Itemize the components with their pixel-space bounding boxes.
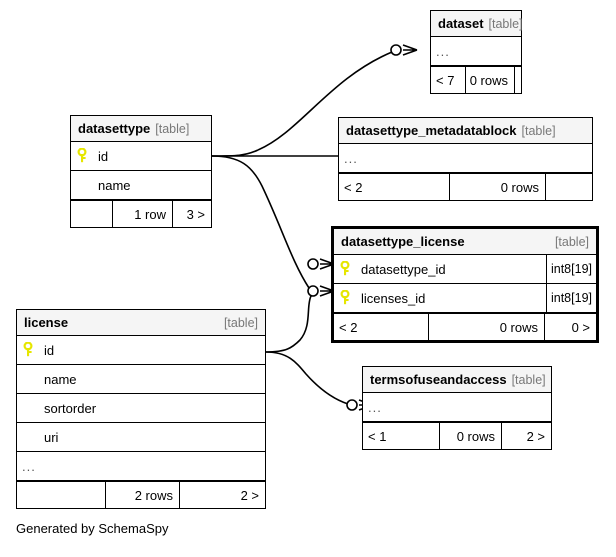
table-license-row-name: name: [17, 365, 265, 394]
table-license[interactable]: license [table] id name sortorder uri: [16, 309, 266, 509]
column-type: int8[19]: [545, 255, 596, 283]
table-dataset-header: dataset [table]: [431, 11, 523, 37]
table-datasettype-name: datasettype: [78, 121, 151, 136]
table-termsofuseandaccess-parents[interactable]: < 1: [368, 428, 387, 444]
table-dataset-tag: [table]: [488, 16, 523, 31]
table-dataset-parents[interactable]: < 7: [436, 72, 455, 88]
table-datasettype-row-name: name: [71, 171, 211, 200]
table-datasettype-row-id: id: [71, 142, 211, 171]
cardinality-zero-dataset: [390, 44, 402, 56]
table-dataset-footer: < 7 0 rows: [431, 66, 521, 93]
table-license-header: license [table]: [17, 310, 265, 336]
column-name: datasettype_id: [361, 261, 446, 277]
table-datasettype-license-rowcount: 0 rows: [428, 314, 544, 340]
table-license-row-id: id: [17, 336, 265, 365]
table-datasettype-footer: 1 row 3 >: [71, 200, 211, 227]
edge-license-datasettypelicense: [265, 295, 312, 353]
column-name: uri: [44, 429, 59, 445]
primary-key-icon: [334, 290, 358, 306]
crowsfoot-dataset: [402, 44, 418, 56]
table-datasettype[interactable]: datasettype [table] id name 1 row 3 >: [70, 115, 212, 228]
table-termsofuseandaccess[interactable]: termsofuseandaccess [table] ... < 1 0 ro…: [362, 366, 552, 450]
table-datasettype-children[interactable]: 3 >: [172, 201, 211, 227]
table-termsofuseandaccess-children[interactable]: 2 >: [501, 423, 551, 449]
table-datasettype-metadatablock-header: datasettype_metadatablock [table]: [339, 118, 592, 144]
table-dataset-row-ellipsis: ...: [431, 37, 521, 66]
primary-key-icon: [334, 261, 358, 277]
table-datasettype-parents[interactable]: [71, 201, 112, 227]
table-datasettype-metadatablock[interactable]: datasettype_metadatablock [table] ... < …: [338, 117, 593, 201]
table-datasettype-license-footer: < 2 0 rows 0 >: [334, 313, 596, 340]
column-name: name: [98, 177, 131, 193]
table-termsofuseandaccess-header: termsofuseandaccess [table]: [363, 367, 551, 393]
generated-by-caption: Generated by SchemaSpy: [16, 521, 169, 536]
column-name: name: [44, 371, 77, 387]
table-dataset-rowcount: 0 rows: [464, 67, 514, 93]
table-datasettype-metadatablock-footer: < 2 0 rows: [339, 173, 592, 200]
table-datasettype-metadatablock-row-ellipsis: ...: [339, 144, 592, 173]
table-datasettype-license-tag: [table]: [554, 234, 589, 249]
table-dataset-children[interactable]: [514, 67, 521, 93]
table-termsofuseandaccess-rowcount: 0 rows: [439, 423, 501, 449]
table-datasettype-license[interactable]: datasettype_license [table] datasettype_…: [331, 226, 599, 343]
table-license-row-ellipsis: ...: [17, 452, 265, 481]
column-name: id: [98, 148, 109, 164]
table-datasettype-license-name: datasettype_license: [341, 234, 465, 249]
table-datasettype-license-row-datasettype-id: datasettype_id int8[19]: [334, 255, 596, 284]
table-dataset-name: dataset: [438, 16, 484, 31]
table-datasettype-metadatablock-tag: [table]: [521, 123, 556, 138]
column-name: id: [44, 342, 55, 358]
table-termsofuseandaccess-footer: < 1 0 rows 2 >: [363, 422, 551, 449]
table-license-tag: [table]: [223, 315, 258, 330]
table-datasettype-tag: [table]: [155, 121, 190, 136]
table-termsofuseandaccess-row-ellipsis: ...: [363, 393, 551, 422]
table-datasettype-metadatablock-parents[interactable]: < 2: [344, 179, 363, 195]
table-datasettype-header: datasettype [table]: [71, 116, 211, 142]
table-datasettype-license-header: datasettype_license [table]: [334, 229, 596, 255]
table-datasettype-license-row-licenses-id: licenses_id int8[19]: [334, 284, 596, 313]
table-datasettype-metadatablock-children[interactable]: [545, 174, 592, 200]
column-type: int8[19]: [545, 284, 596, 312]
table-datasettype-license-parents[interactable]: < 2: [339, 319, 358, 335]
table-termsofuseandaccess-tag: [table]: [511, 372, 546, 387]
cardinality-zero-dtl-licensesid: [307, 258, 319, 270]
table-license-row-sortorder: sortorder: [17, 394, 265, 423]
primary-key-icon: [17, 342, 41, 358]
table-license-children[interactable]: 2 >: [179, 482, 265, 508]
cardinality-zero-termsofuse: [346, 399, 358, 411]
cardinality-zero-dtl-datasettypeid: [307, 285, 319, 297]
table-datasettype-metadatablock-name: datasettype_metadatablock: [346, 123, 517, 138]
column-name: licenses_id: [361, 290, 426, 306]
table-dataset[interactable]: dataset [table] ... < 7 0 rows: [430, 10, 523, 94]
table-license-row-uri: uri: [17, 423, 265, 452]
edge-datasettype-datasettypelicense: [211, 155, 310, 289]
table-license-name: license: [24, 315, 69, 330]
table-license-parents[interactable]: [17, 482, 105, 508]
primary-key-icon: [71, 148, 95, 164]
table-termsofuseandaccess-name: termsofuseandaccess: [370, 372, 507, 387]
table-datasettype-license-children[interactable]: 0 >: [544, 314, 596, 340]
column-name: sortorder: [44, 400, 97, 416]
table-license-footer: 2 rows 2 >: [17, 481, 265, 508]
table-datasettype-metadatablock-rowcount: 0 rows: [449, 174, 545, 200]
table-datasettype-rowcount: 1 row: [112, 201, 172, 227]
table-license-rowcount: 2 rows: [105, 482, 179, 508]
edge-license-termsofuseandaccess: [265, 351, 349, 405]
